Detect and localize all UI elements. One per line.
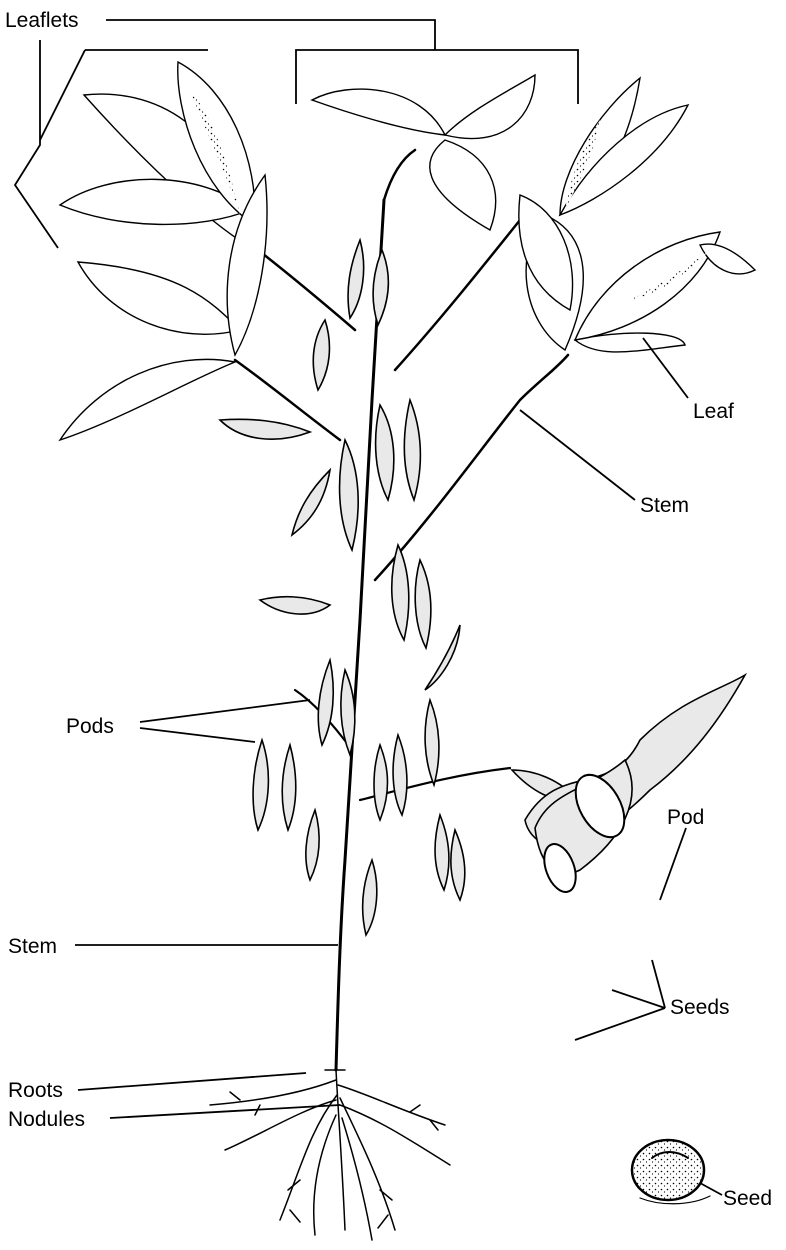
roots-leader (78, 1073, 306, 1090)
pod (363, 860, 377, 935)
branch-left-upper (258, 250, 355, 330)
seed-leader (700, 1183, 722, 1195)
pod (292, 470, 330, 535)
pod (415, 560, 431, 648)
label-stem-upper: Stem (640, 494, 689, 517)
pod (425, 625, 460, 690)
leaflet-ul-6 (60, 359, 235, 440)
pod (435, 815, 449, 890)
seeds-leader-3 (575, 1008, 665, 1040)
pod (348, 240, 364, 318)
seeds-leader-1 (652, 960, 665, 1008)
stem-upper-leader (520, 410, 635, 500)
leaflet-right-7 (700, 244, 755, 274)
leaflet-top-2 (445, 75, 535, 139)
pod (340, 440, 359, 550)
branch-top (384, 150, 415, 200)
pods-leader-1 (140, 700, 310, 722)
label-leaf: Leaf (693, 400, 734, 423)
leaflet-top-1 (312, 89, 445, 135)
pod (404, 400, 420, 500)
pod (341, 670, 355, 755)
pod (376, 405, 394, 500)
pod (313, 320, 329, 390)
pod (451, 830, 465, 900)
label-roots: Roots (8, 1079, 63, 1102)
pod (318, 660, 333, 745)
pod-leader (660, 828, 686, 900)
leaflets-bracket-left-group (15, 40, 58, 248)
leaflet-ul-4 (78, 262, 240, 334)
label-pod: Pod (667, 806, 704, 829)
label-leaflets: Leaflets (5, 9, 79, 32)
leaflets-bracket-left-arm (40, 50, 85, 140)
pod (374, 745, 388, 820)
leaflets-bracket (106, 20, 435, 50)
main-stem (336, 200, 384, 1070)
label-nodules: Nodules (8, 1108, 85, 1131)
pod (253, 740, 268, 830)
pod (282, 745, 296, 830)
leaflet-top-3 (430, 140, 496, 230)
pod (220, 419, 310, 439)
pod (393, 735, 407, 815)
leaflet-right-6 (575, 232, 720, 340)
pod-cluster (220, 240, 578, 935)
roots-illustration (210, 1070, 450, 1240)
branch-right-long (375, 355, 568, 580)
plant-illustration (60, 62, 755, 1240)
pod (306, 810, 319, 880)
label-stem-lower: Stem (8, 935, 57, 958)
label-seeds: Seeds (670, 996, 730, 1019)
seeds-leader-2 (612, 990, 665, 1008)
branch-right-upper (395, 220, 520, 370)
pod (373, 250, 388, 325)
label-seed: Seed (723, 1187, 772, 1210)
pod (425, 700, 439, 785)
pod (260, 597, 330, 614)
pods-leader-2 (140, 728, 255, 742)
single-seed-illustration (632, 1140, 710, 1204)
label-pods: Pods (66, 715, 114, 738)
pod (392, 545, 409, 640)
